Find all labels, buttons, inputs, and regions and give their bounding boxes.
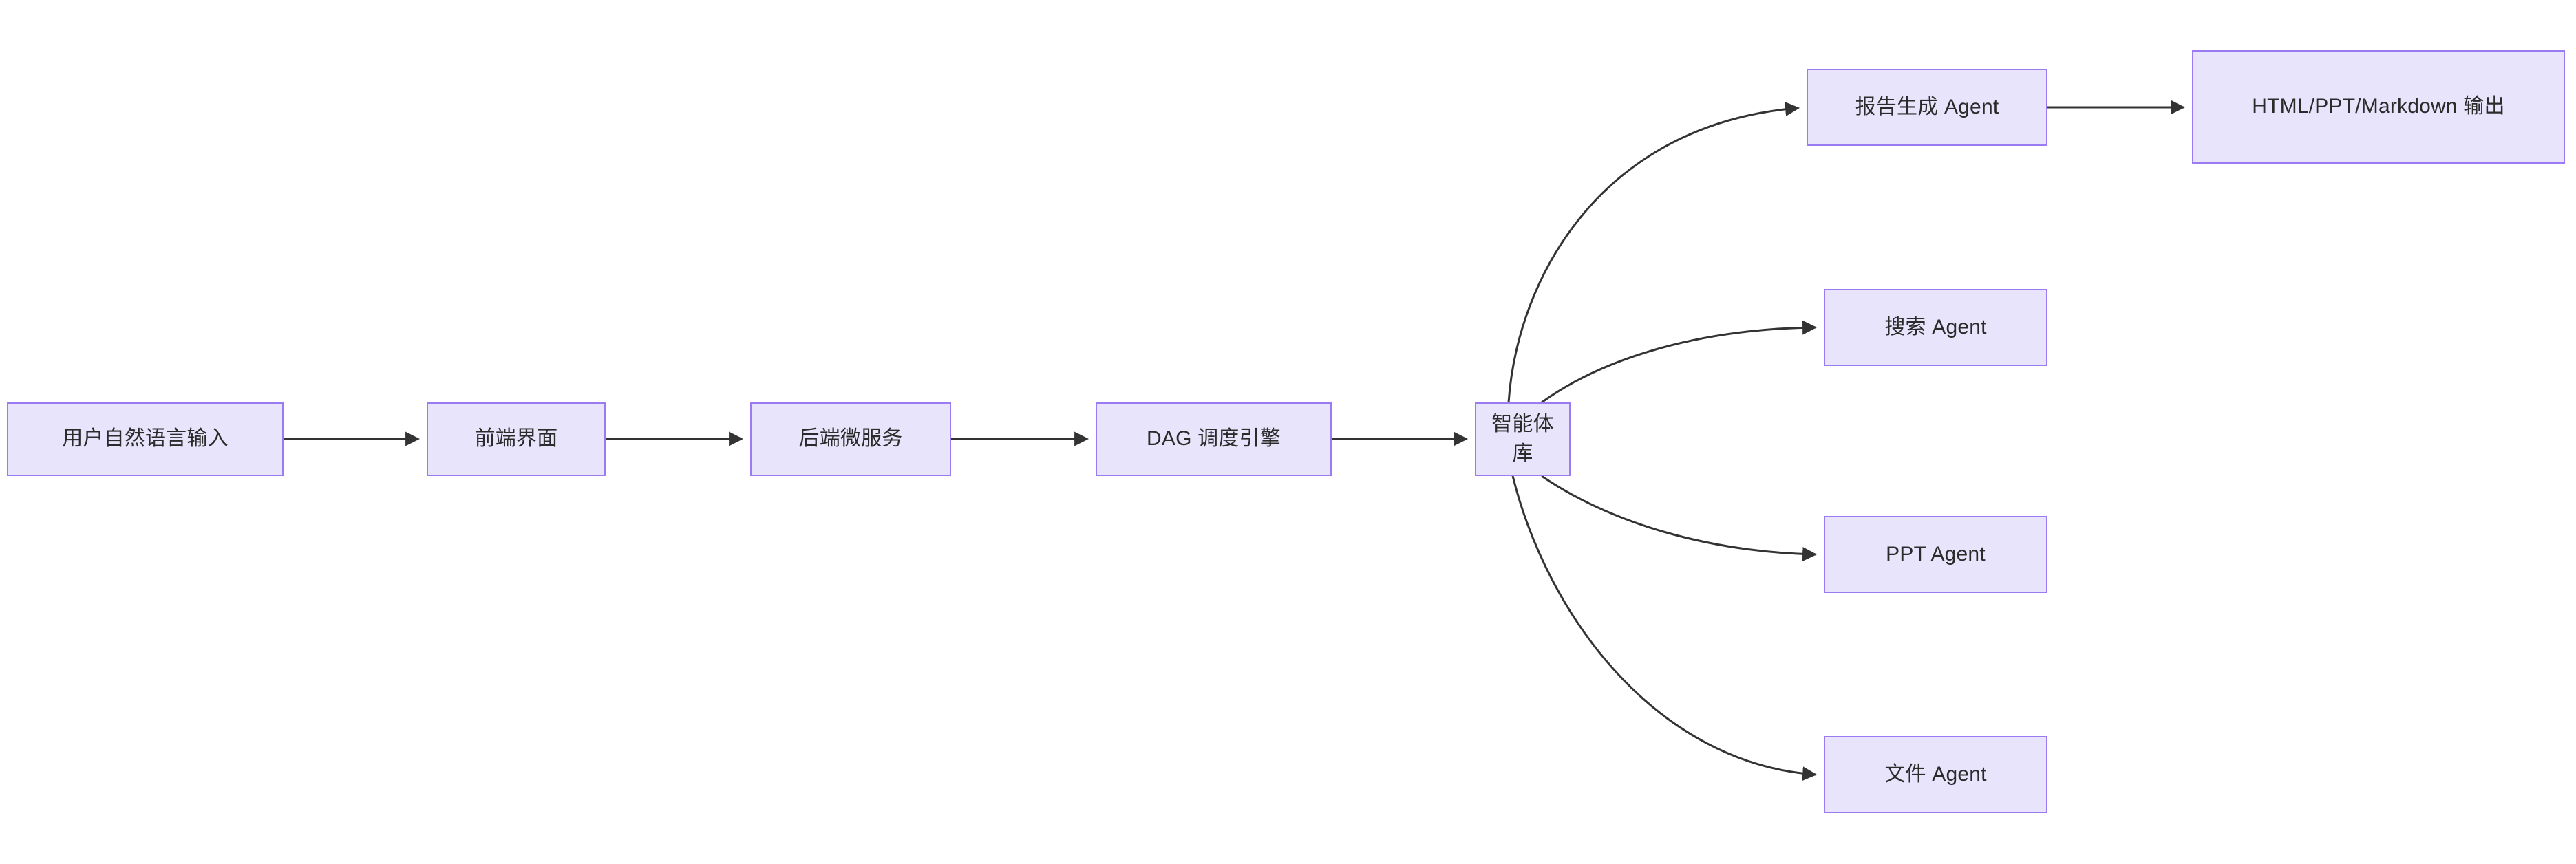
edge-agenthub-to-file bbox=[1511, 475, 1818, 781]
node-label: 搜索 Agent bbox=[1884, 315, 1987, 338]
node-label: 智能体库 bbox=[1491, 412, 1554, 465]
node-label: HTML/PPT/Markdown 输出 bbox=[2252, 95, 2505, 118]
node-dag-scheduler-engine[interactable]: DAG 调度引擎 bbox=[1096, 402, 1332, 476]
node-frontend-ui[interactable]: 前端界面 bbox=[427, 402, 606, 476]
node-label: PPT Agent bbox=[1886, 542, 1986, 565]
node-user-natural-language-input[interactable]: 用户自然语言输入 bbox=[7, 402, 284, 476]
node-label: 报告生成 Agent bbox=[1855, 95, 1999, 118]
edge-agenthub-to-report bbox=[1507, 102, 1800, 403]
node-label: 前端界面 bbox=[474, 427, 558, 451]
edge-agenthub-to-ppt bbox=[1541, 475, 1818, 562]
node-label: DAG 调度引擎 bbox=[1147, 427, 1281, 451]
node-ppt-agent[interactable]: PPT Agent bbox=[1824, 516, 2047, 593]
node-report-generation-agent[interactable]: 报告生成 Agent bbox=[1807, 69, 2047, 146]
node-label: 文件 Agent bbox=[1884, 762, 1987, 786]
node-file-agent[interactable]: 文件 Agent bbox=[1824, 736, 2047, 813]
node-html-ppt-markdown-output[interactable]: HTML/PPT/Markdown 输出 bbox=[2192, 50, 2565, 164]
node-agent-hub[interactable]: 智能体库 bbox=[1475, 402, 1571, 476]
node-search-agent[interactable]: 搜索 Agent bbox=[1824, 289, 2047, 366]
edge-agenthub-to-search bbox=[1541, 320, 1818, 404]
node-label: 后端微服务 bbox=[798, 427, 903, 451]
node-label: 用户自然语言输入 bbox=[62, 427, 228, 451]
node-backend-microservice[interactable]: 后端微服务 bbox=[750, 402, 951, 476]
